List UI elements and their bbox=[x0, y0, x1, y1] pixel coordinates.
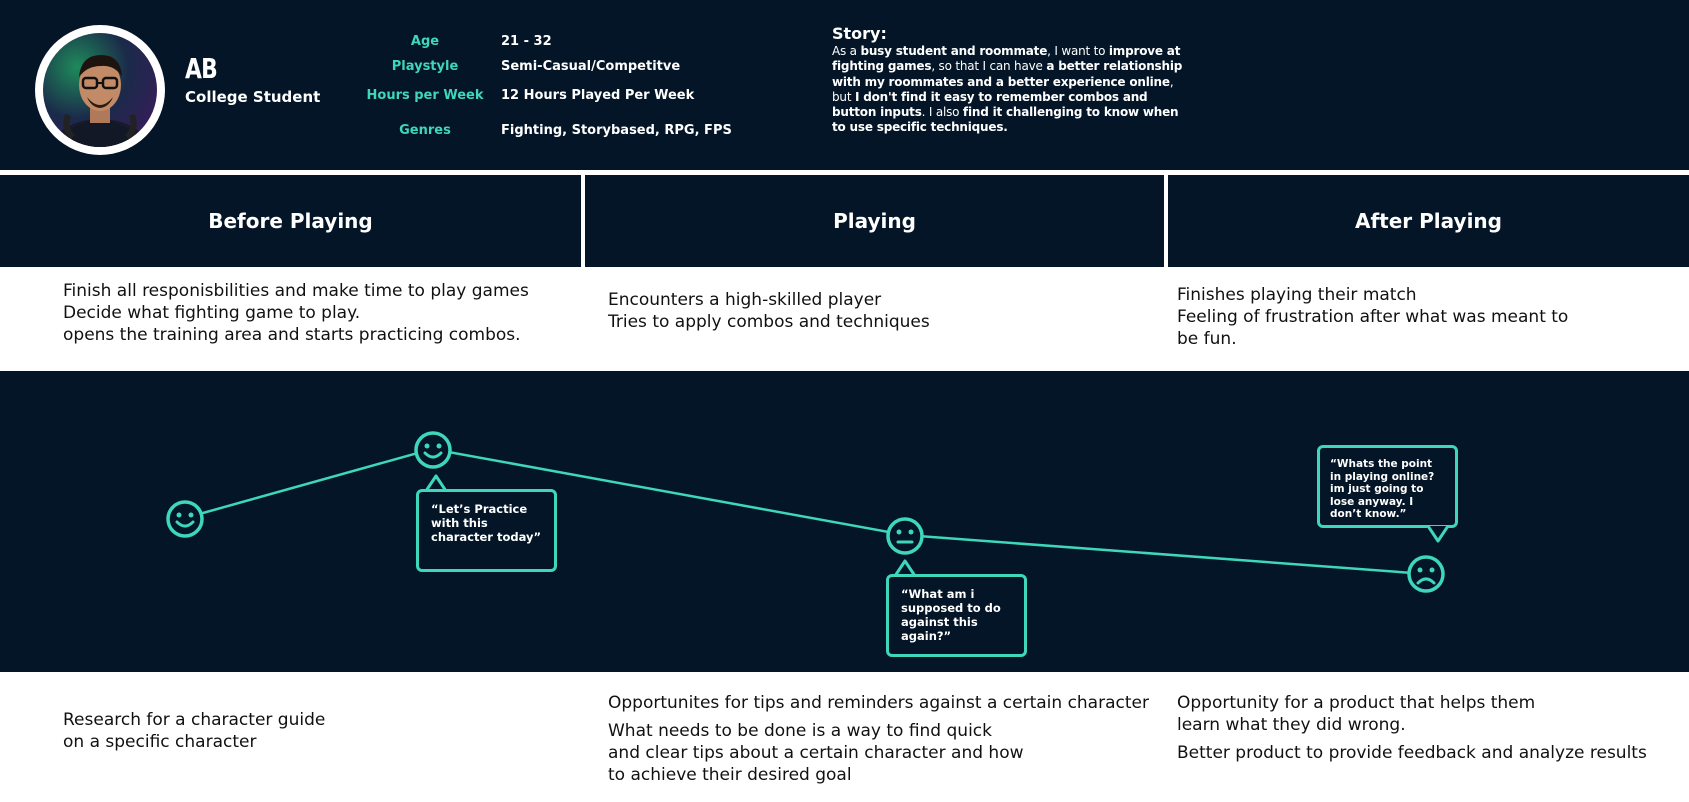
phase-actions-before: Finish all responisbilities and make tim… bbox=[63, 280, 529, 346]
attribute-value-hours: 12 Hours Played Per Week bbox=[501, 88, 695, 103]
action-line: Encounters a high-skilled player bbox=[608, 290, 882, 310]
bubble-pointer bbox=[893, 559, 917, 577]
emotion-journey-band: “Let’s Practice with this character toda… bbox=[0, 371, 1689, 672]
action-line: Finishes playing their match bbox=[1177, 285, 1417, 305]
opportunity-line: Better product to provide feedback and a… bbox=[1177, 743, 1647, 763]
action-line: Feeling of frustration after what was me… bbox=[1177, 307, 1569, 327]
story-title: Story: bbox=[832, 24, 887, 43]
grin-face-icon bbox=[414, 431, 452, 469]
attribute-label-age: Age bbox=[410, 34, 440, 49]
phase-header-after: After Playing bbox=[1168, 175, 1689, 267]
attribute-label-hours: Hours per Week bbox=[366, 88, 484, 103]
action-line: Finish all responisbilities and make tim… bbox=[63, 281, 529, 301]
phase-header-playing: Playing bbox=[585, 175, 1164, 267]
opportunity-line: and clear tips about a certain character… bbox=[608, 743, 1024, 763]
emotion-curve bbox=[184, 447, 1427, 576]
quote-text: “What am i supposed to do against this a… bbox=[901, 587, 1001, 643]
opportunity-line: on a specific character bbox=[63, 732, 257, 752]
bubble-pointer bbox=[424, 474, 448, 492]
action-line: Decide what fighting game to play. bbox=[63, 303, 361, 323]
attribute-value-genres: Fighting, Storybased, RPG, FPS bbox=[501, 123, 732, 138]
action-line: opens the training area and starts pract… bbox=[63, 325, 521, 345]
quote-text: “Let’s Practice with this character toda… bbox=[431, 502, 542, 544]
action-line: be fun. bbox=[1177, 329, 1237, 349]
persona-name: AB bbox=[185, 52, 218, 85]
opportunity-line: Opportunites for tips and reminders agai… bbox=[608, 693, 1149, 713]
persona-header bbox=[0, 0, 1689, 170]
phase-header-before: Before Playing bbox=[0, 175, 581, 267]
story-text: As a busy student and roommate, I want t… bbox=[832, 44, 1183, 135]
quote-text: “Whats the point in playing online? im j… bbox=[1330, 458, 1435, 520]
sad-face-icon bbox=[1407, 555, 1445, 593]
quote-bubble-confused: “What am i supposed to do against this a… bbox=[886, 574, 1027, 657]
persona-role: College Student bbox=[185, 88, 321, 106]
attribute-label-genres: Genres bbox=[399, 123, 451, 138]
opportunity-line: to achieve their desired goal bbox=[608, 765, 852, 785]
avatar bbox=[43, 33, 157, 147]
attribute-value-playstyle: Semi-Casual/Competitve bbox=[501, 59, 681, 74]
quote-bubble-frustrated: “Whats the point in playing online? im j… bbox=[1317, 445, 1458, 528]
opportunity-line: Opportunity for a product that helps the… bbox=[1177, 693, 1536, 713]
opportunity-line: learn what they did wrong. bbox=[1177, 715, 1406, 735]
opportunity-line: What needs to be done is a way to find q… bbox=[608, 721, 992, 741]
attribute-value-age: 21 - 32 bbox=[501, 34, 552, 49]
quote-bubble-practice: “Let’s Practice with this character toda… bbox=[416, 489, 557, 572]
neutral-face-icon bbox=[886, 517, 924, 555]
phase-opportunities-playing: Opportunites for tips and reminders agai… bbox=[608, 692, 1149, 786]
attribute-label-playstyle: Playstyle bbox=[391, 59, 459, 74]
action-line: Tries to apply combos and techniques bbox=[608, 312, 930, 332]
bubble-pointer bbox=[1426, 525, 1450, 543]
phase-actions-playing: Encounters a high-skilled player Tries t… bbox=[608, 289, 930, 333]
opportunity-line: Research for a character guide bbox=[63, 710, 326, 730]
phase-opportunities-after: Opportunity for a product that helps the… bbox=[1177, 692, 1647, 764]
smile-face-icon bbox=[166, 500, 204, 538]
phase-actions-after: Finishes playing their match Feeling of … bbox=[1177, 284, 1568, 350]
phase-opportunities-before: Research for a character guide on a spec… bbox=[63, 709, 325, 753]
